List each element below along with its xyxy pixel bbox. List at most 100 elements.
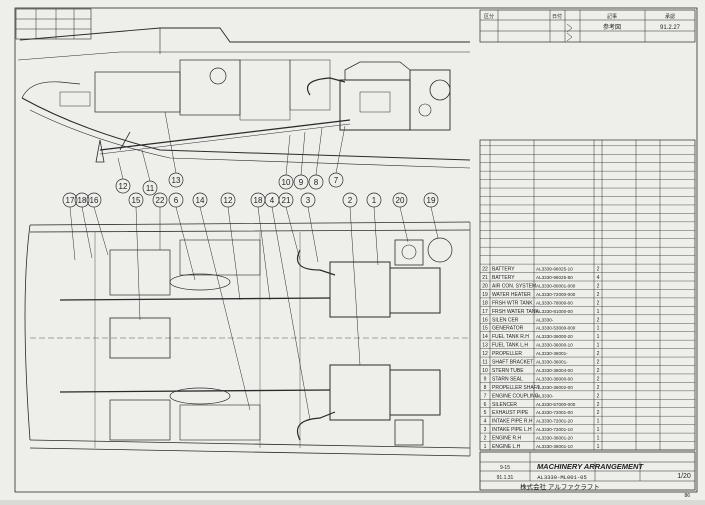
part-number: 20 (482, 283, 488, 289)
parts-list-row: 12 PROPELLER AL3330-36001- 2 (482, 351, 599, 357)
svg-text:14: 14 (196, 196, 205, 205)
part-name: STARN SEAL (492, 376, 523, 382)
callout-plan-20: 20 (392, 192, 409, 243)
svg-text:2: 2 (348, 196, 353, 205)
svg-text:22: 22 (156, 196, 165, 205)
part-name: PROPELLER SHAFT (492, 385, 540, 391)
part-qty: 4 (597, 275, 600, 281)
company-name: 株式会社 アルファクラフト (520, 482, 600, 491)
part-name: INTAKE PIPE L.H (492, 427, 532, 433)
part-name: PROPELLER (492, 351, 522, 357)
svg-text:4: 4 (270, 196, 275, 205)
svg-text:8: 8 (314, 178, 319, 187)
part-name: SHAFT BRACKET (492, 360, 533, 366)
side-view (17, 27, 471, 169)
part-name: FUEL TANK R.H (492, 334, 529, 340)
part-number: 6 (484, 402, 487, 408)
part-drawing-no: AL3330-36001-20 (536, 436, 573, 441)
title-block-date: 91.1.31 (497, 475, 514, 481)
part-qty: 1 (597, 326, 600, 332)
part-drawing-no: AL3330-72000-000 (536, 292, 576, 297)
rev-row-note: 参考図 (603, 23, 621, 31)
part-number: 15 (482, 326, 488, 332)
fuel-tank-rh-plan (109, 399, 171, 441)
svg-text:9: 9 (299, 178, 304, 187)
svg-text:18: 18 (78, 196, 87, 205)
silencer-stbd (169, 387, 231, 405)
page-mark: 86 (684, 493, 690, 499)
parts-list-grid (479, 139, 696, 451)
callout-plan-22: 22 (152, 192, 168, 250)
part-number: 7 (484, 393, 487, 399)
svg-text:6: 6 (174, 196, 179, 205)
part-name: INTAKE PIPE R.H (492, 419, 533, 425)
part-drawing-no: AL3330-36000-10 (536, 343, 573, 348)
part-qty: 2 (597, 317, 600, 323)
callout-plan-3: 3 (300, 192, 319, 263)
part-qty: 2 (597, 368, 600, 374)
svg-text:7: 7 (334, 176, 339, 185)
part-drawing-no: AL3330-36002-00 (536, 385, 573, 390)
part-qty: 1 (597, 436, 600, 442)
fuel-tank-side (94, 71, 181, 113)
part-drawing-no: AL3330-36001- (536, 351, 568, 356)
parts-list-row: 2 ENGINE R.H AL3330-36001-20 1 (484, 436, 600, 442)
part-qty: 2 (597, 360, 600, 366)
svg-text:20: 20 (396, 196, 405, 205)
part-number: 17 (482, 309, 488, 315)
drawing-number: AL3330-ML001-05 (537, 474, 587, 481)
callout-plan-21: 21 (278, 192, 301, 261)
part-number: 4 (484, 419, 487, 425)
callout-plan-6: 6 (168, 192, 196, 281)
part-number: 2 (484, 436, 487, 442)
part-number: 13 (482, 343, 488, 349)
callout-plan-18b: 18 (250, 192, 271, 301)
rev-header-approve: 承認 (665, 13, 675, 20)
part-name: SILEN CER (492, 317, 519, 323)
svg-text:1: 1 (372, 196, 377, 205)
part-number: 21 (482, 275, 488, 281)
svg-text:12: 12 (224, 196, 233, 205)
part-name: FRSH WTR TANK (492, 300, 533, 306)
callout-plan-19: 19 (423, 192, 439, 239)
svg-text:12: 12 (119, 182, 128, 191)
svg-text:13: 13 (172, 176, 181, 185)
rev-header-kubun: 区分 (484, 13, 494, 20)
callout-plan-16: 16 (86, 192, 109, 256)
drawing-scale: 1/20 (677, 473, 691, 480)
callout-plan-17: 17 (62, 192, 78, 261)
part-drawing-no: AL3330- (536, 393, 554, 398)
part-qty: 1 (597, 419, 600, 425)
part-drawing-no: AL3330-57000-000 (536, 402, 576, 407)
part-drawing-no: AL3330-96025-80 (536, 275, 573, 280)
top-left-grid (15, 8, 92, 40)
part-qty: 2 (597, 300, 600, 306)
part-name: FRSH WATER TANK (492, 309, 539, 315)
part-number: 18 (482, 300, 488, 306)
rev-header-date: 日付 (552, 13, 562, 20)
part-qty: 1 (597, 427, 600, 433)
part-qty: 2 (597, 410, 600, 416)
engine-side (306, 61, 451, 131)
callout-side-11: 11 (141, 149, 158, 196)
callout-side-10: 10 (278, 134, 294, 190)
part-drawing-no: AL3330-36000-20 (536, 334, 573, 339)
part-number: 12 (482, 351, 488, 357)
part-name: EXHAUST PIPE (492, 410, 529, 416)
part-name: ENGINE R.H (492, 436, 522, 442)
part-number: 11 (482, 360, 487, 366)
svg-text:19: 19 (427, 196, 436, 205)
callout-plan-12: 12 (220, 192, 241, 301)
part-qty: 2 (597, 351, 600, 357)
